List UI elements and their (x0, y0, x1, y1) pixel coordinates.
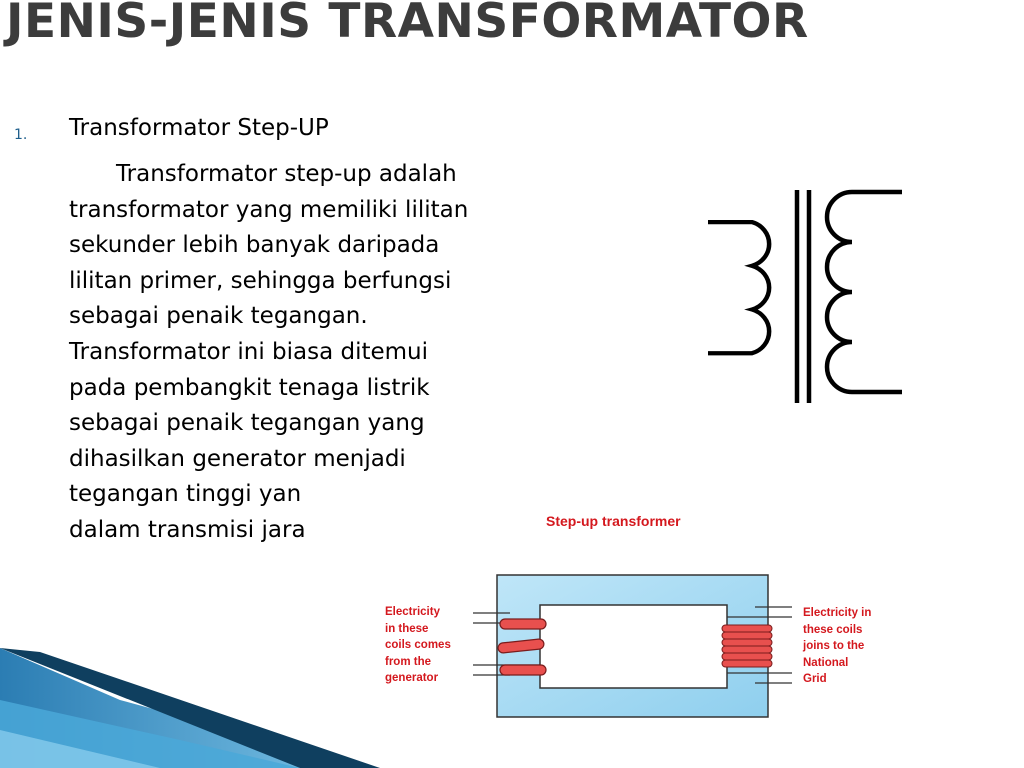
primary-coil (497, 618, 547, 676)
body-line: dihasilkan generator menjadi (69, 445, 406, 472)
transformer-core-illustration (473, 574, 792, 718)
iron-core (496, 574, 769, 718)
body-line: pada pembangkit tenaga listrik (69, 374, 430, 401)
body-line: Transformator step-up adalah (116, 161, 457, 187)
body-line: Transformator ini biasa ditemui (69, 338, 429, 365)
transformer-symbol-icon (708, 189, 902, 403)
body-line: lilitan primer, sehingga berfungsi (69, 267, 452, 294)
body-line: sebagai penaik tegangan. (69, 303, 368, 330)
step-up-diagram: Step-up transformer Electricity in these… (370, 505, 915, 745)
secondary-coil (721, 624, 773, 668)
secondary-coil-label: Electricity in these coils joins to the … (803, 607, 872, 685)
body-line: tegangan tinggi yan (69, 481, 302, 508)
body-paragraph: Transformator step-up adalah transformat… (69, 157, 609, 549)
body-line: dalam transmisi jara (69, 516, 306, 543)
primary-coil-label: Electricity in these coils comes from th… (385, 606, 451, 684)
slide-title: JENIS-JENIS TRANSFORMATOR (6, 0, 809, 49)
body-line: sekunder lebih banyak daripada (69, 232, 440, 259)
body-line: transformator yang memiliki lilitan (69, 196, 469, 223)
body-line: sebagai penaik tegangan yang (69, 410, 425, 437)
list-number: 1. (14, 127, 28, 143)
item-heading: Transformator Step-UP (69, 115, 329, 141)
diagram-title: Step-up transformer (546, 513, 681, 529)
